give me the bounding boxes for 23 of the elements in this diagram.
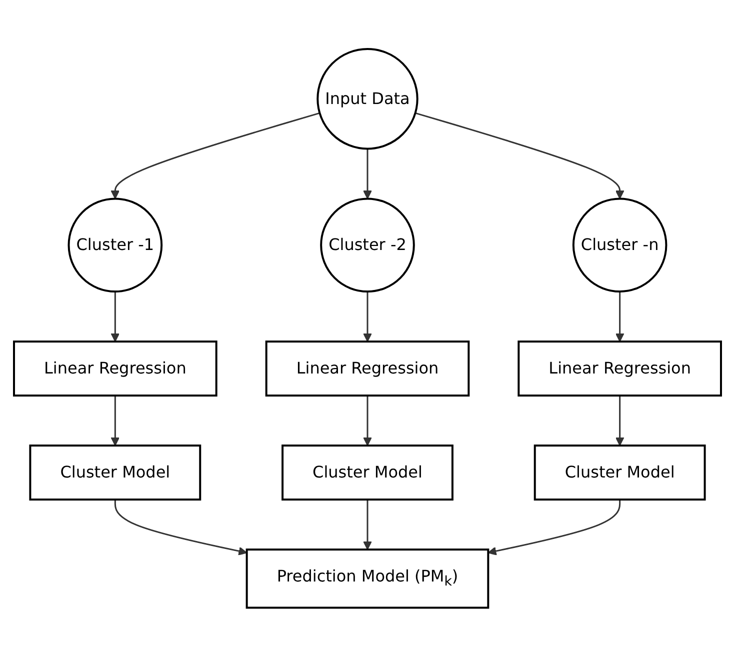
- node-circle: Input Data: [316, 48, 418, 150]
- node-box: Linear Regression: [264, 340, 470, 397]
- arrow: [362, 396, 372, 446]
- arrow: [362, 148, 372, 200]
- node-box: Cluster Model: [28, 444, 201, 501]
- node-box: Cluster Model: [281, 444, 453, 501]
- arrow: [487, 500, 620, 556]
- arrow: [362, 500, 372, 550]
- arrow: [614, 396, 624, 446]
- node-circle: Cluster -2: [320, 198, 414, 293]
- node-circle: Cluster -1: [67, 198, 162, 293]
- arrow: [110, 112, 320, 200]
- arrow: [614, 292, 624, 342]
- arrow: [114, 500, 247, 556]
- node-box: Cluster Model: [533, 444, 706, 501]
- node-box: Linear Regression: [12, 340, 217, 397]
- arrow: [414, 112, 624, 200]
- node-box: Linear Regression: [517, 340, 722, 397]
- arrow: [362, 292, 372, 342]
- node-box: Prediction Model (PM$_{k}$): [245, 548, 489, 609]
- node-circle: Cluster -n: [572, 198, 667, 293]
- arrow: [110, 396, 120, 446]
- arrow: [110, 292, 120, 342]
